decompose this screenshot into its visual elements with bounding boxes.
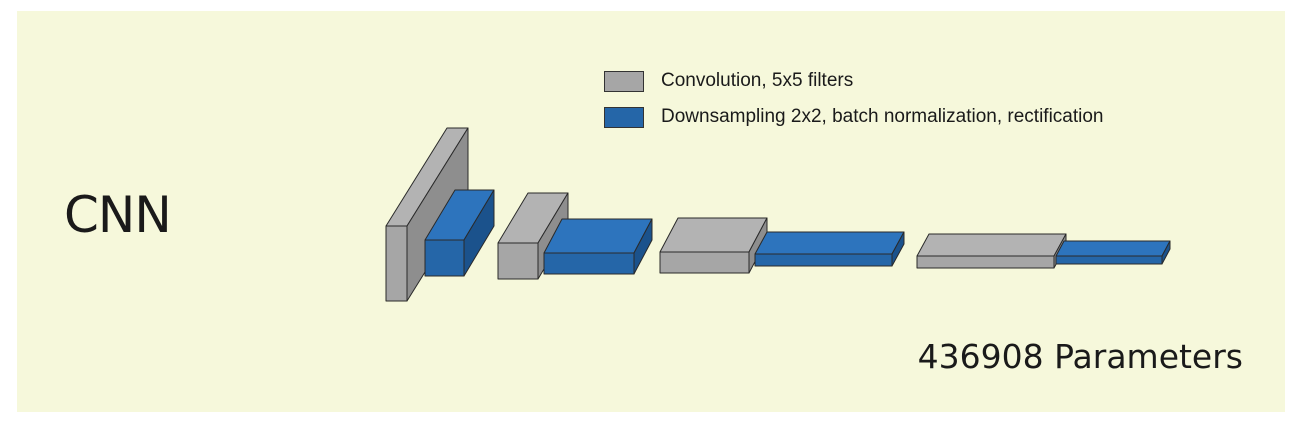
layer-1-convolution [385,127,469,302]
layer-4-downsampling-top-face [1055,240,1171,257]
blue-swatch-icon [604,106,644,128]
legend-item-convolution: Convolution, 5x5 filters [604,70,853,92]
legend-label-downsampling: Downsampling 2x2, batch normalization, r… [661,106,1104,127]
layer-4-convolution [916,233,1067,269]
layer-4-convolution-top-face [916,233,1067,257]
layer-3-downsampling-top-face [754,231,905,255]
layer-1-convolution-front-face [385,225,408,302]
layer-1-downsampling-front-face [424,239,465,277]
legend-item-downsampling: Downsampling 2x2, batch normalization, r… [604,106,1104,128]
layer-1-downsampling [424,189,495,277]
layer-3-convolution-front-face [659,251,750,274]
layer-3-convolution-top-face [659,217,768,253]
diagram-title: CNN [64,186,172,244]
layer-2-downsampling-top-face [543,218,653,254]
layer-3-downsampling-front-face [754,253,893,267]
diagram-panel [17,11,1285,412]
layer-4-downsampling [1055,240,1171,265]
layer-3-convolution [659,217,768,274]
legend-label-convolution: Convolution, 5x5 filters [661,70,854,91]
layer-2-convolution-front-face [497,242,539,280]
layer-2-downsampling-front-face [543,252,635,275]
layer-2-downsampling [543,218,653,275]
layer-4-convolution-front-face [916,255,1055,269]
layer-3-downsampling [754,231,905,267]
gray-swatch-icon [604,70,644,92]
parameter-count: 436908 Parameters [917,337,1243,376]
layer-4-downsampling-front-face [1055,255,1163,265]
